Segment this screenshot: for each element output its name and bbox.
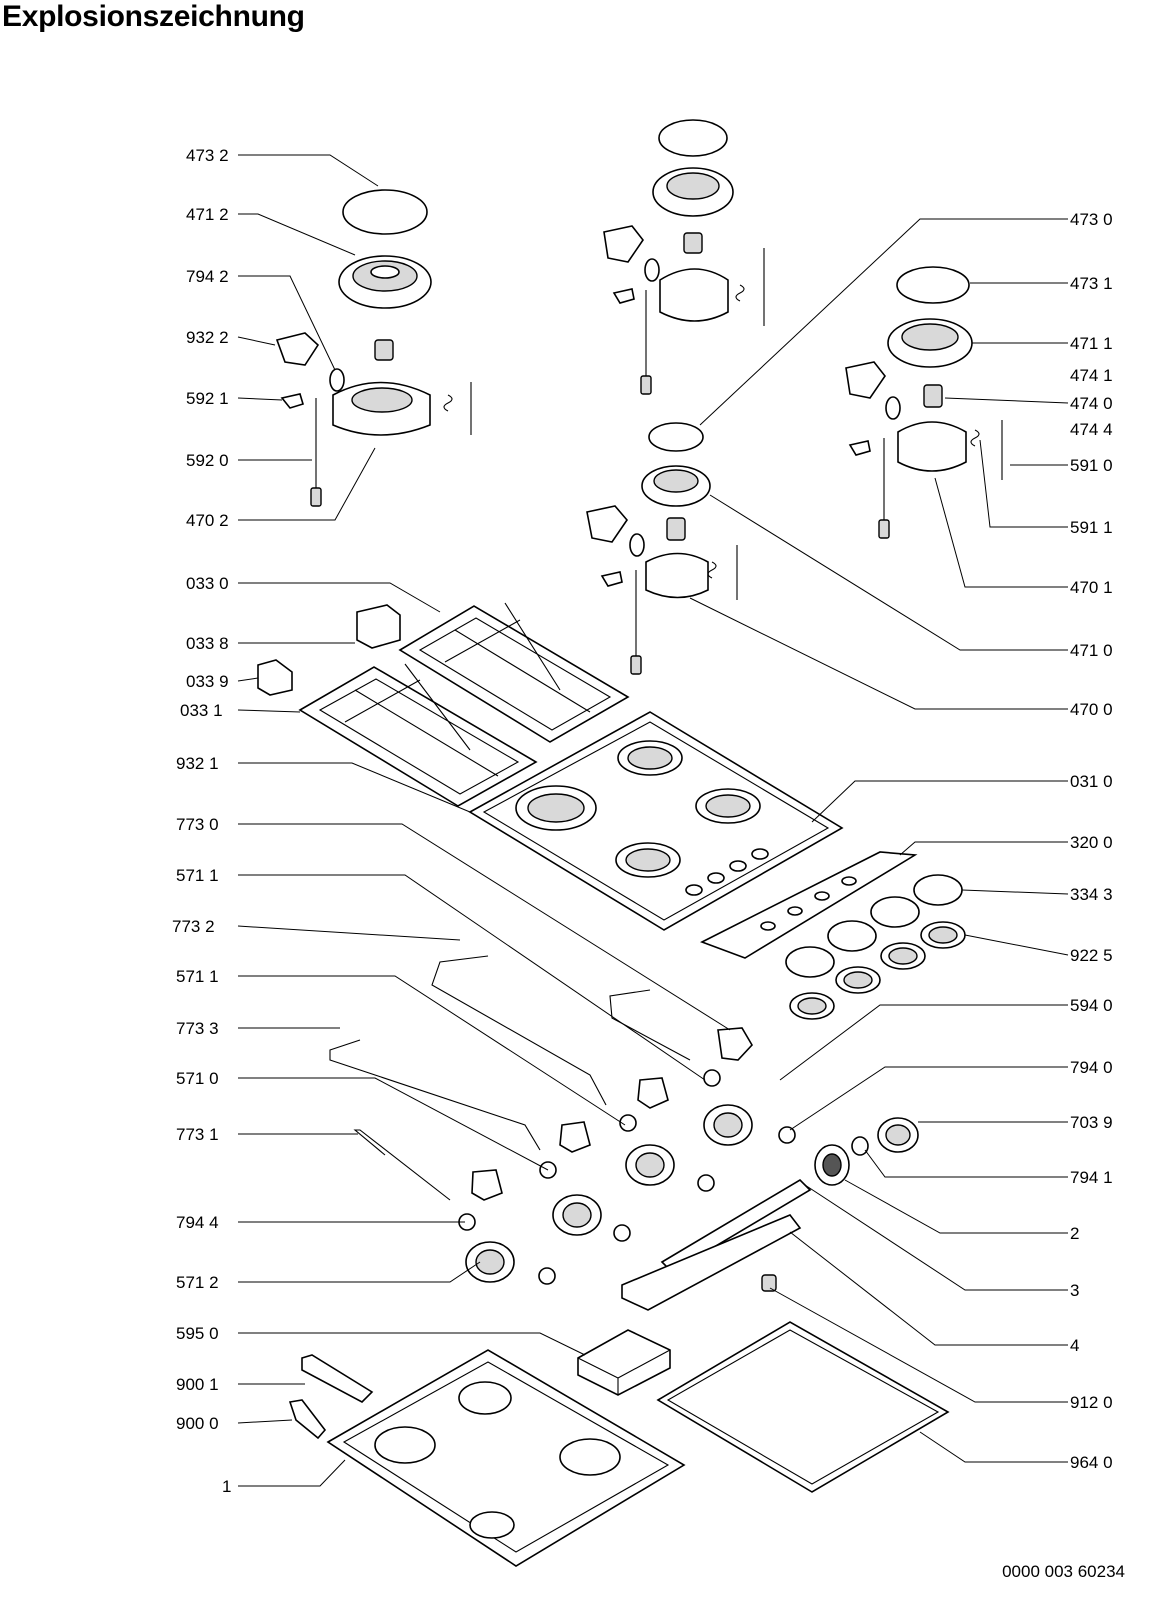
leader-lines <box>237 154 1069 1487</box>
callout-label: 703 9 <box>1070 1113 1113 1132</box>
callout-label: 594 0 <box>1070 996 1113 1015</box>
callout-label: 473 2 <box>186 146 229 165</box>
callout-label: 932 2 <box>186 328 229 347</box>
callout-label: 471 0 <box>1070 641 1113 660</box>
ignition-module <box>577 1329 671 1396</box>
callout-label: 320 0 <box>1070 833 1113 852</box>
callout-label: 773 0 <box>176 815 219 834</box>
callout-label: 033 9 <box>186 672 229 691</box>
callout-label: 474 4 <box>1070 420 1113 439</box>
callout-labels-left: 473 2 471 2 794 2 932 2 592 1 592 0 470 … <box>172 146 231 1496</box>
callout-label: 334 3 <box>1070 885 1113 904</box>
callout-label: 474 0 <box>1070 394 1113 413</box>
callout-label: 033 0 <box>186 574 229 593</box>
callout-label: 571 2 <box>176 1273 219 1292</box>
seal-gasket <box>656 1321 950 1493</box>
gas-connection <box>621 1117 919 1311</box>
pan-supports <box>257 602 630 807</box>
callout-label: 470 0 <box>1070 700 1113 719</box>
callout-label: 2 <box>1070 1224 1079 1243</box>
callout-label: 571 0 <box>176 1069 219 1088</box>
callout-label: 571 1 <box>176 866 219 885</box>
callout-label: 471 2 <box>186 205 229 224</box>
burner-middle <box>586 422 738 675</box>
callout-label: 592 1 <box>186 389 229 408</box>
callout-label: 595 0 <box>176 1324 219 1343</box>
callout-label: 900 1 <box>176 1375 219 1394</box>
callout-label: 4 <box>1070 1336 1079 1355</box>
document-number: 0000 003 60234 <box>1002 1562 1125 1581</box>
control-panel <box>700 851 918 959</box>
callout-label: 591 0 <box>1070 456 1113 475</box>
callout-label: 471 1 <box>1070 334 1113 353</box>
callout-label: 900 0 <box>176 1414 219 1433</box>
callout-label: 794 0 <box>1070 1058 1113 1077</box>
gas-pipes <box>329 955 691 1201</box>
burner-left <box>275 189 472 507</box>
hob-top-plate <box>468 711 844 931</box>
callout-label: 474 1 <box>1070 366 1113 385</box>
callout-labels-right: 473 0 473 1 471 1 474 1 474 0 474 4 591 … <box>1070 210 1113 1472</box>
gas-taps <box>458 1027 796 1285</box>
base-tray <box>326 1349 686 1567</box>
callout-label: 470 1 <box>1070 578 1113 597</box>
burner-top-middle <box>603 119 765 395</box>
callout-label: 3 <box>1070 1281 1079 1300</box>
callout-label: 922 5 <box>1070 946 1113 965</box>
page-title: Explosionszeichnung <box>2 0 305 33</box>
callout-label: 773 2 <box>172 917 215 936</box>
callout-label: 473 1 <box>1070 274 1113 293</box>
callout-label: 794 2 <box>186 267 229 286</box>
callout-label: 473 0 <box>1070 210 1113 229</box>
callout-label: 033 8 <box>186 634 229 653</box>
callout-label: 592 0 <box>186 451 229 470</box>
callout-label: 571 1 <box>176 967 219 986</box>
callout-label: 1 <box>222 1477 231 1496</box>
brackets <box>288 1354 374 1440</box>
callout-label: 031 0 <box>1070 772 1113 791</box>
callout-label: 932 1 <box>176 754 219 773</box>
callout-label: 773 3 <box>176 1019 219 1038</box>
callout-label: 794 4 <box>176 1213 219 1232</box>
callout-label: 033 1 <box>180 701 223 720</box>
callout-label: 470 2 <box>186 511 229 530</box>
callout-label: 591 1 <box>1070 518 1113 537</box>
burner-right <box>845 266 1003 539</box>
callout-label: 773 1 <box>176 1125 219 1144</box>
callout-label: 912 0 <box>1070 1393 1113 1412</box>
callout-label: 794 1 <box>1070 1168 1113 1187</box>
callout-label: 964 0 <box>1070 1453 1113 1472</box>
